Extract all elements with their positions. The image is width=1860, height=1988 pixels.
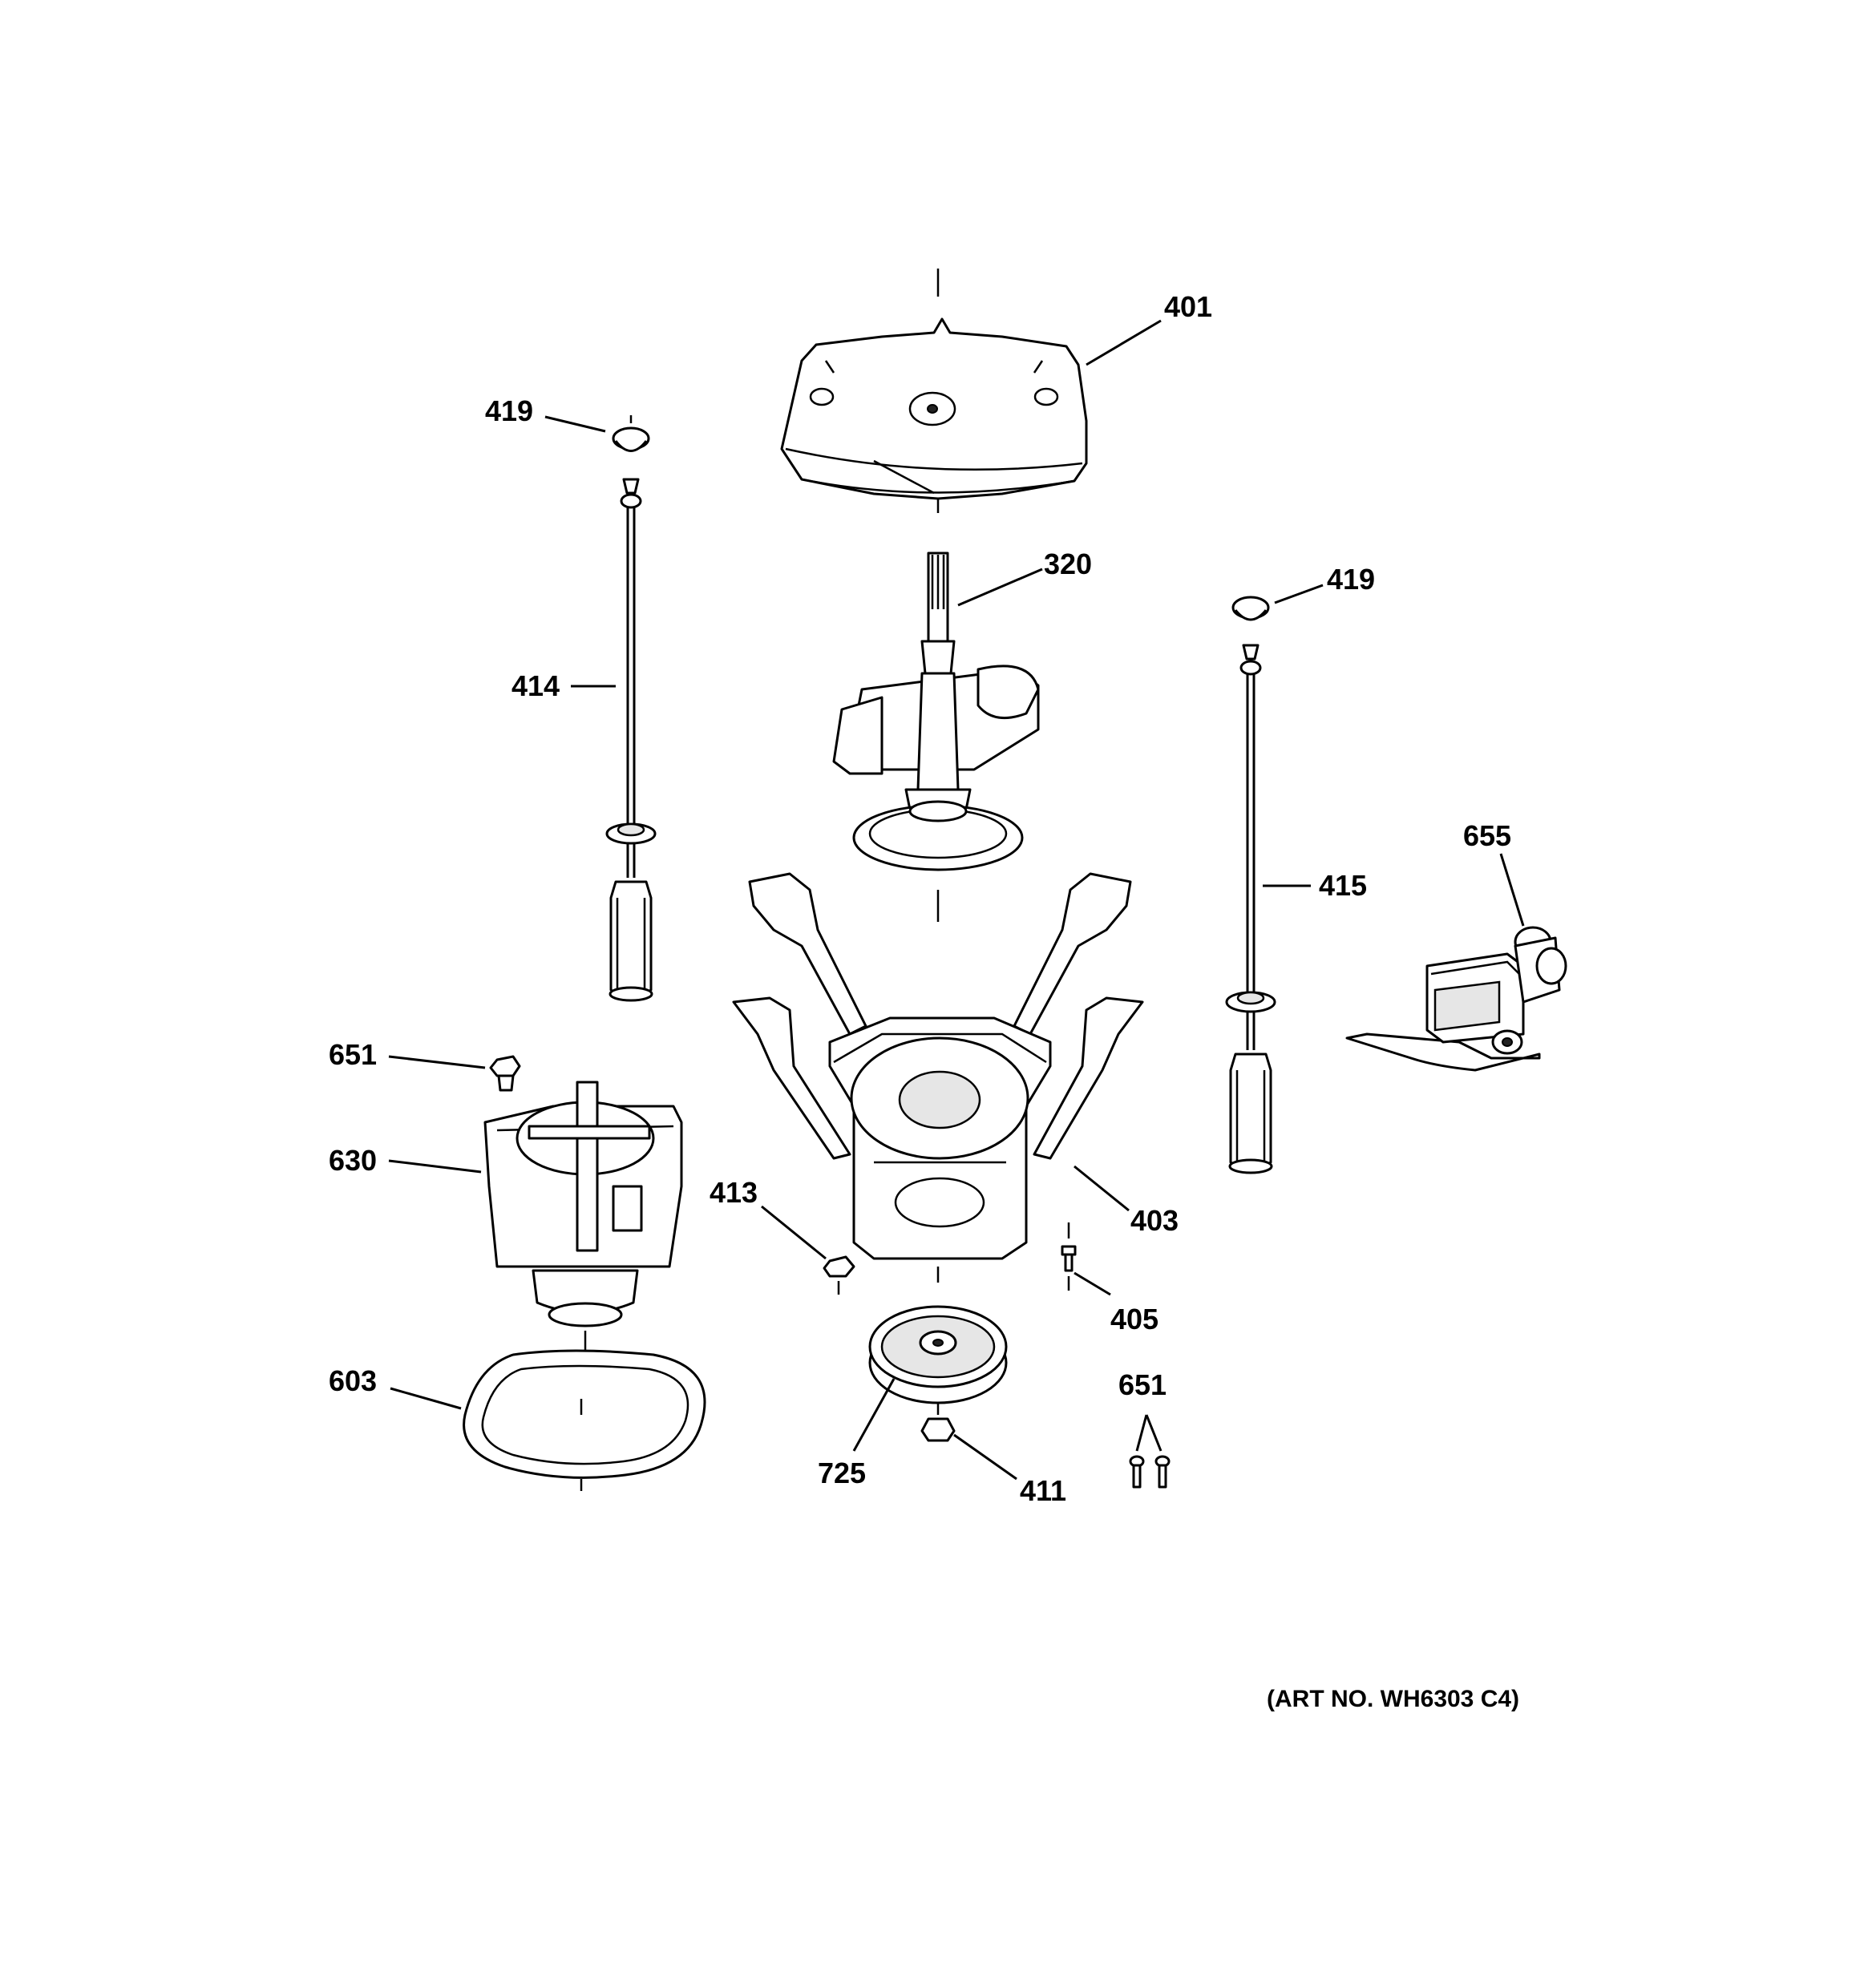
leader-lines [388, 319, 1525, 1481]
pump-part [1345, 926, 1567, 1072]
callout-651-right: 651 [1118, 1368, 1167, 1401]
nut-411 [920, 1403, 956, 1442]
suspension-cap-left [612, 415, 650, 452]
suspension-rod-left [605, 478, 657, 1002]
mounting-bracket-part [732, 872, 1144, 1283]
tub-cover-part [780, 269, 1088, 513]
bolts-right [1129, 1455, 1171, 1489]
suspension-cap-right [1231, 596, 1270, 621]
callout-725: 725 [818, 1457, 867, 1489]
callout-630: 630 [329, 1144, 378, 1177]
callout-651-left: 651 [329, 1038, 378, 1071]
screw-405 [1061, 1222, 1077, 1291]
bolt-left [489, 1055, 521, 1092]
callout-415: 415 [1319, 869, 1368, 902]
callout-411: 411 [1020, 1474, 1067, 1507]
motor-part [483, 1081, 683, 1355]
callout-419-right: 419 [1327, 563, 1376, 596]
callout-320: 320 [1044, 548, 1093, 580]
callout-603: 603 [329, 1364, 378, 1397]
callout-413: 413 [710, 1176, 758, 1209]
callout-403: 403 [1130, 1204, 1179, 1237]
pulley-part [868, 1305, 1008, 1404]
suspension-rod-right [1225, 644, 1276, 1174]
callout-655: 655 [1463, 819, 1512, 852]
callout-405: 405 [1110, 1303, 1159, 1335]
belt-part [463, 1349, 706, 1491]
transmission-part [832, 552, 1040, 922]
art-number: (ART NO. WH6303 C4) [1267, 1686, 1520, 1712]
nut-413 [823, 1255, 855, 1295]
callout-419-left: 419 [485, 394, 534, 427]
callout-401: 401 [1164, 290, 1213, 323]
callout-414: 414 [512, 669, 560, 702]
